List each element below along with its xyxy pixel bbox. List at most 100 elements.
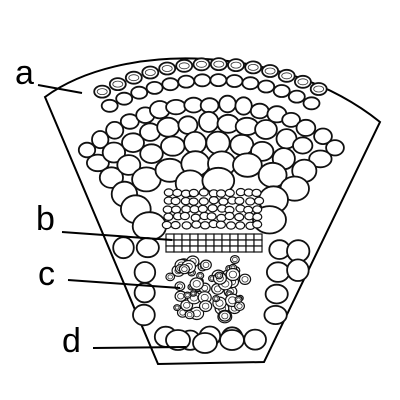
cambium-cell bbox=[197, 233, 207, 241]
xylem-lumen bbox=[174, 305, 180, 310]
label-a: a bbox=[15, 54, 34, 92]
cortex-cell bbox=[116, 154, 142, 176]
label-d: d bbox=[62, 322, 81, 360]
phloem-cell bbox=[200, 221, 211, 230]
cortex-cell bbox=[325, 139, 345, 157]
ground-cell bbox=[132, 303, 156, 327]
cortex-cell bbox=[234, 96, 253, 116]
label-b: b bbox=[36, 200, 55, 238]
xylem-cell bbox=[174, 281, 186, 292]
xylem-lumen bbox=[221, 312, 229, 320]
phloem-cell bbox=[254, 196, 265, 205]
phloem-cell bbox=[189, 205, 200, 214]
phloem-cell bbox=[224, 211, 235, 221]
phloem-cell bbox=[170, 220, 181, 230]
cambium-cell bbox=[189, 239, 199, 247]
phloem-cell bbox=[245, 197, 256, 206]
cortex-cell bbox=[292, 136, 314, 155]
cortex-cell bbox=[91, 130, 110, 150]
xylem-lumen bbox=[167, 274, 173, 280]
cortex-cell bbox=[198, 110, 220, 133]
cortex-cell bbox=[205, 130, 231, 155]
epidermis-cell bbox=[175, 58, 194, 73]
epidermis-cell-inner bbox=[264, 67, 276, 75]
epidermis-cell bbox=[161, 77, 180, 92]
xylem-lumen bbox=[186, 312, 193, 318]
cortex-cell bbox=[232, 152, 263, 178]
ground-cell bbox=[135, 237, 160, 259]
epidermis-cell bbox=[192, 57, 211, 72]
cambium-cell bbox=[245, 233, 255, 241]
epidermis-cell-inner bbox=[128, 74, 140, 82]
cambium-cell bbox=[205, 245, 215, 253]
cortex-cell bbox=[295, 118, 317, 137]
epidermis-cell bbox=[177, 74, 196, 89]
cortex-cell bbox=[229, 133, 255, 156]
cambium-cell bbox=[213, 245, 223, 253]
phloem-cell bbox=[190, 213, 201, 222]
xylem-lumen bbox=[236, 297, 241, 302]
epidermis-cell bbox=[277, 68, 296, 83]
cambium-cell bbox=[221, 239, 231, 247]
ground-cell bbox=[264, 283, 289, 305]
label-c: c bbox=[38, 255, 55, 293]
epidermis-cell-inner bbox=[178, 62, 190, 70]
pith-cell bbox=[219, 329, 245, 351]
ground-cell bbox=[263, 304, 288, 325]
phloem-cells bbox=[161, 187, 265, 230]
xylem-lumen bbox=[201, 302, 210, 310]
cortex-cell bbox=[139, 143, 164, 165]
cambium-cell bbox=[205, 233, 215, 241]
epidermis-cell bbox=[244, 60, 263, 75]
xylem-lumen bbox=[181, 266, 188, 273]
epidermis-layer bbox=[93, 57, 328, 113]
xylem-lumen bbox=[191, 291, 196, 296]
phloem-cell bbox=[198, 197, 209, 206]
epidermis-cell bbox=[225, 74, 244, 88]
phloem-cell bbox=[198, 188, 209, 197]
cambium-cell bbox=[173, 233, 183, 241]
cambium-cell bbox=[221, 245, 231, 253]
pith-cell bbox=[192, 332, 218, 354]
cambium-cell bbox=[189, 233, 199, 241]
cortex-cell bbox=[218, 94, 237, 114]
leader-line-a bbox=[37, 84, 83, 94]
phloem-cell bbox=[252, 212, 263, 222]
cambium-cell bbox=[245, 239, 255, 247]
cambium-cell bbox=[197, 245, 207, 253]
epidermis-cell bbox=[209, 73, 228, 87]
cambium-cell bbox=[237, 245, 247, 253]
epidermis-cell bbox=[287, 89, 306, 104]
cambium-cell bbox=[221, 233, 231, 241]
epidermis-cell bbox=[257, 79, 276, 94]
xylem-cell bbox=[178, 264, 190, 275]
epidermis-cell-inner bbox=[313, 85, 325, 93]
cortex-cell bbox=[313, 127, 333, 146]
phloem-cell bbox=[251, 188, 262, 198]
epidermis-cell bbox=[141, 65, 160, 80]
xylem-cell bbox=[198, 300, 213, 313]
cambium-cell bbox=[189, 245, 199, 253]
xylem-cell bbox=[196, 271, 205, 280]
xylem-lumen bbox=[232, 256, 238, 263]
phloem-cell bbox=[225, 221, 237, 230]
epidermis-cell-inner bbox=[247, 64, 259, 71]
xylem-cell bbox=[238, 273, 252, 285]
phloem-cell bbox=[234, 212, 245, 222]
ground-cell bbox=[243, 328, 267, 351]
xylem-lumen bbox=[197, 273, 203, 278]
leader-line-d bbox=[92, 346, 187, 349]
cortex-cell bbox=[105, 121, 125, 140]
epidermis-cell-inner bbox=[213, 60, 225, 68]
epidermis-cell bbox=[145, 81, 164, 95]
phloem-cell bbox=[208, 195, 219, 205]
phloem-cell bbox=[216, 189, 227, 198]
phloem-cell bbox=[252, 205, 263, 214]
ground-cell bbox=[265, 261, 291, 283]
epidermis-cell bbox=[124, 70, 143, 85]
cambium-cell bbox=[181, 245, 191, 253]
xylem-cell bbox=[165, 272, 176, 282]
epidermis-cell-inner bbox=[196, 60, 207, 68]
cambium-cell bbox=[173, 239, 183, 247]
